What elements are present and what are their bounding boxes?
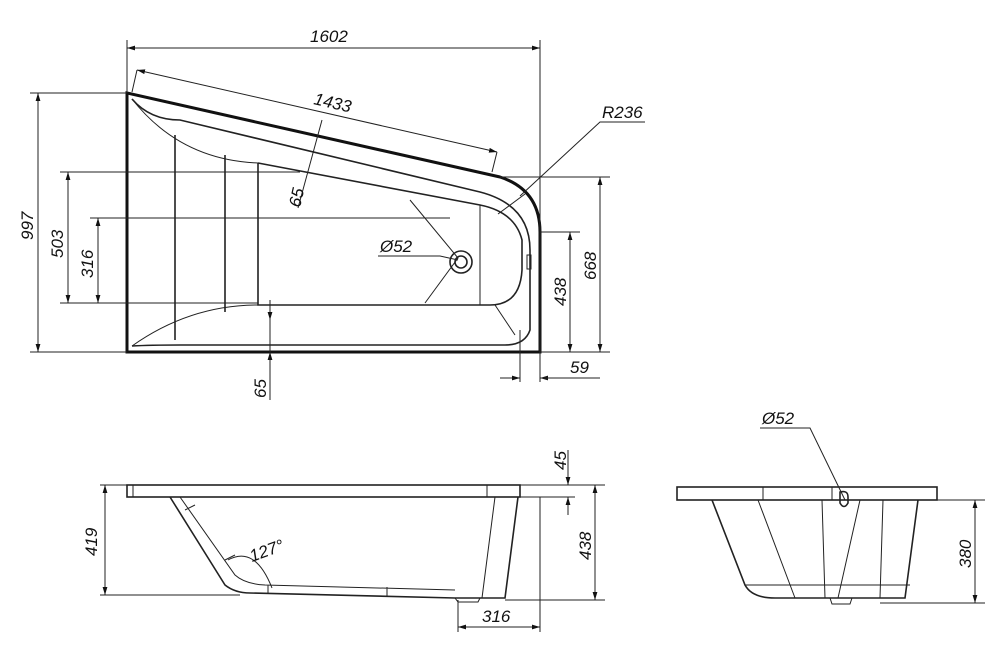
end-view: Ø52 380 — [676, 409, 985, 605]
overflow-icon — [839, 490, 849, 508]
dim-backrest-angle: 127° — [247, 536, 287, 566]
dim-corner-radius: R236 — [602, 103, 643, 122]
dim-rim-width-bottom: 65 — [251, 379, 270, 398]
dim-slanted-edge: 1433 — [312, 89, 354, 116]
drain-icon — [449, 250, 473, 274]
dim-drain-distance: 316 — [482, 607, 511, 626]
dim-inner-flat-width: 316 — [78, 249, 97, 278]
dim-right-end-width: 668 — [581, 251, 600, 280]
dim-overflow-diameter: Ø52 — [761, 409, 795, 428]
dim-height-left: 419 — [82, 527, 101, 556]
side-body — [169, 496, 519, 599]
tub-basin — [174, 135, 523, 340]
dim-rim-width-slanted: 65 — [285, 186, 308, 209]
dim-overall-length: 1602 — [310, 27, 348, 46]
end-body — [711, 499, 919, 599]
dim-right-offset: 59 — [570, 358, 589, 377]
side-view: 45 419 438 127° 316 — [82, 450, 605, 632]
dim-inner-width: 503 — [48, 229, 67, 258]
tub-outline — [125, 91, 542, 354]
end-rim — [676, 486, 938, 501]
top-view: 1602 1433 R236 65 997 503 316 668 438 59… — [18, 27, 645, 400]
dim-overall-width: 997 — [18, 211, 37, 240]
dim-depth: 380 — [956, 539, 975, 568]
side-rim — [126, 484, 521, 498]
dim-drain-offset: 438 — [551, 277, 570, 306]
dim-rim-thickness: 45 — [551, 451, 570, 470]
dim-drain-diameter: Ø52 — [379, 237, 413, 256]
tub-inner-rim — [131, 98, 531, 347]
dim-height-right: 438 — [576, 531, 595, 560]
